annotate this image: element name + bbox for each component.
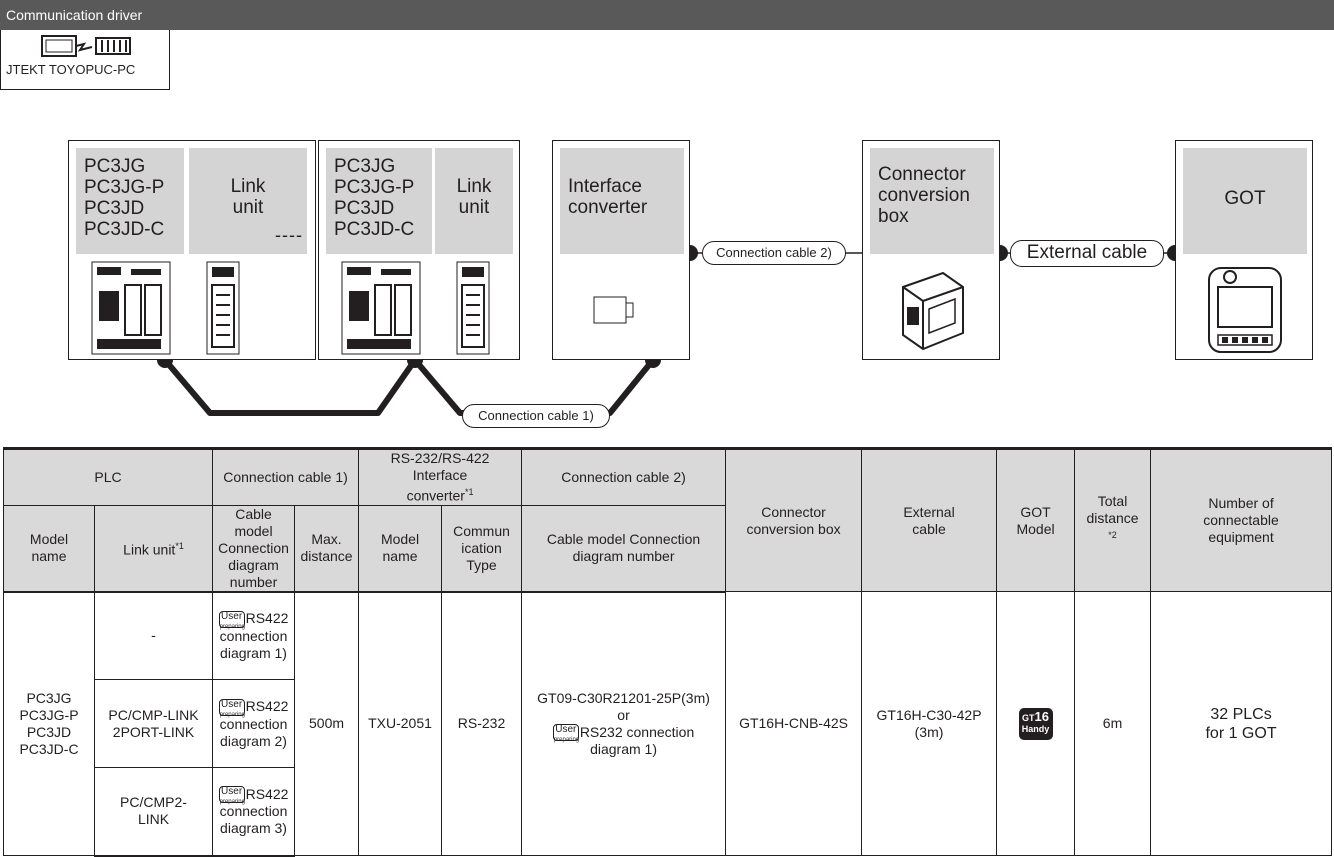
plc-model: PC3JG [84, 156, 146, 177]
link-unit-text: Link [456, 176, 492, 197]
connector-box-text: box [878, 206, 909, 227]
got-device-icon [1208, 267, 1282, 353]
link-unit-label-2: Link unit [435, 148, 513, 254]
converter-text: converter [568, 197, 648, 218]
header-connection-cable-1: Connection cable 1) [212, 447, 360, 506]
ellipsis: ---- [275, 225, 303, 245]
got-label: GOT [1183, 148, 1307, 254]
link-unit-device-icon [456, 261, 490, 355]
plc-model-list-1: PC3JG PC3JG-P PC3JD PC3JD-C [76, 148, 184, 254]
connection-cable-2-label: Connection cable 2) [702, 241, 846, 265]
got-block: GOT [1175, 140, 1313, 360]
connector-box-cell: GT16H-CNB-42S [725, 591, 863, 857]
connector-box-text: Connector [878, 164, 966, 185]
driver-badge-label: JTEKT TOYOPUC-PC [6, 62, 136, 77]
connector-box-device-icon [902, 271, 964, 351]
connector-box-label: Connector conversion box [870, 148, 994, 254]
communication-type-cell: RS-232 [441, 591, 523, 857]
max-distance-cell: 500m [294, 591, 360, 857]
converter-device-icon [593, 296, 634, 324]
converter-text: Interface [568, 176, 642, 197]
link-unit-text: Link [230, 176, 266, 197]
plc-model: PC3JD [84, 198, 145, 219]
interface-converter-block: Interface converter [552, 140, 690, 360]
header-link-unit: Link unit*1 [93, 504, 214, 593]
external-cable-cell: GT16H-C30-42P(3m) [861, 591, 998, 857]
link-unit-text: unit [232, 197, 264, 218]
plc-model: PC3JD-C [84, 219, 165, 240]
connection-spec-table: PLC Connection cable 1) RS-232/RS-422 In… [2, 446, 1333, 857]
header-interface-converter: RS-232/RS-422 Interface converter*1 [358, 447, 523, 506]
external-cable-label: External cable [1010, 240, 1164, 267]
connection-cable-1-label: Connection cable 1) [462, 404, 610, 428]
connector-box-text: conversion [878, 185, 970, 206]
header-max-distance: Max.distance [294, 504, 360, 593]
plc-model: PC3JG-P [334, 177, 415, 198]
communication-driver-badge: Communication driver JTEKT TOYOPUC-PC [0, 0, 1334, 90]
driver-badge-title: Communication driver [0, 0, 1334, 30]
plc-block-1: PC3JG PC3JG-P PC3JD PC3JD-C Link unit [68, 140, 316, 360]
plc-block-2: PC3JG PC3JG-P PC3JD PC3JD-C Link unit [318, 140, 520, 360]
link-unit-cell: PC/CMP2-LINK [93, 767, 214, 857]
header-connection-cable-2: Connection cable 2) [521, 447, 727, 506]
link-unit-label-1: Link unit [189, 148, 307, 254]
header-plc: PLC [2, 447, 214, 506]
plc-model: PC3JD-C [334, 219, 415, 240]
communication-driver-icon [40, 34, 132, 63]
link-unit-cell: - [93, 591, 214, 681]
interface-converter-label: Interface converter [560, 148, 684, 254]
link-unit-text: unit [458, 197, 490, 218]
plc-model: PC3JG-P [84, 177, 165, 198]
plc-model: PC3JG [334, 156, 396, 177]
link-unit-device-icon [206, 261, 240, 355]
connector-conversion-box-block: Connector conversion box [862, 140, 1000, 360]
plc-device-icon [91, 261, 171, 355]
total-distance-cell: 6m [1074, 591, 1152, 857]
plc-model: PC3JD [334, 198, 395, 219]
converter-model-cell: TXU-2051 [358, 591, 443, 857]
plc-model-list-2: PC3JG PC3JG-P PC3JD PC3JD-C [326, 148, 432, 254]
plc-device-icon [341, 261, 421, 355]
